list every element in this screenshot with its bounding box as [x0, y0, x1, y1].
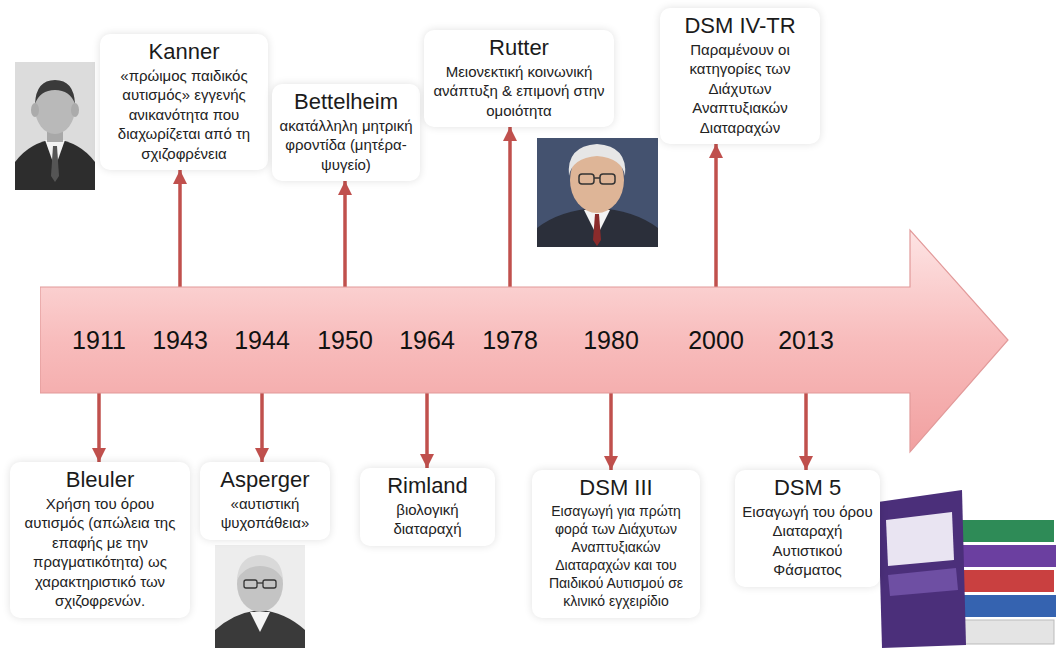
event-box: Asperger«αυτιστική ψυχοπάθεια» — [200, 462, 330, 540]
timeline-connector — [343, 181, 347, 287]
dsm-books — [878, 490, 1056, 648]
year-label: 2013 — [778, 325, 834, 355]
timeline-arrow-body — [40, 230, 1008, 452]
event-description: Μειονεκτική κοινωνική ανάπτυξη & επιμονή… — [430, 62, 608, 121]
year-label: 2000 — [688, 325, 744, 355]
timeline-connector — [97, 393, 101, 462]
asperger-photo — [215, 545, 305, 648]
timeline-connector — [425, 393, 429, 468]
timeline-connector — [508, 127, 512, 287]
year-label: 1943 — [152, 325, 208, 355]
event-name: Bleuler — [16, 466, 184, 494]
event-name: Kanner — [106, 38, 262, 66]
rutter-photo — [537, 138, 658, 247]
event-box: Bettelheimακατάλληλη μητρική φροντίδα (μ… — [272, 84, 420, 181]
event-name: DSM 5 — [741, 474, 874, 502]
event-description: «αυτιστική ψυχοπάθεια» — [206, 494, 324, 533]
event-description: Παραμένουν οι κατηγορίες των Διάχυτων Αν… — [666, 40, 814, 138]
timeline-connector — [260, 393, 264, 462]
event-box: RutterΜειονεκτική κοινωνική ανάπτυξη & ε… — [424, 30, 614, 127]
year-label: 1980 — [583, 325, 639, 355]
event-name: Bettelheim — [278, 88, 414, 116]
timeline-connector — [714, 144, 718, 287]
event-box: BleulerΧρήση του όρου αυτισμός (απώλεια … — [10, 462, 190, 618]
year-label: 1950 — [317, 325, 373, 355]
event-description: ακατάλληλη μητρική φροντίδα (μητέρα-ψυγε… — [278, 116, 414, 175]
event-box: DSM 5Εισαγωγή του όρου Διαταραχή Αυτιστι… — [735, 470, 880, 587]
event-box: Kanner«πρώιμος παιδικός αυτισμός» εγγενή… — [100, 34, 268, 170]
timeline-connector — [178, 170, 182, 287]
event-description: Εισαγωγή του όρου Διαταραχή Αυτιστικού Φ… — [741, 502, 874, 580]
event-name: Rutter — [430, 34, 608, 62]
timeline-connector — [609, 393, 613, 470]
event-name: DSM III — [538, 474, 694, 502]
event-description: «πρώιμος παιδικός αυτισμός» εγγενής ανικ… — [106, 66, 262, 164]
year-label: 1911 — [72, 325, 126, 355]
event-description: Εισαγωγή για πρώτη φορά των Διάχυτων Ανα… — [538, 502, 694, 611]
event-name: Asperger — [206, 466, 324, 494]
year-label: 1964 — [399, 325, 455, 355]
event-name: DSM IV-TR — [666, 12, 814, 40]
event-box: DSM IIIΕισαγωγή για πρώτη φορά των Διάχυ… — [532, 470, 700, 618]
year-label: 1978 — [482, 325, 538, 355]
event-description: βιολογική διαταραχή — [366, 500, 489, 539]
event-name: Rimland — [366, 472, 489, 500]
year-label: 1944 — [234, 325, 290, 355]
event-description: Χρήση του όρου αυτισμός (απώλεια της επα… — [16, 494, 184, 611]
event-box: DSM IV-TRΠαραμένουν οι κατηγορίες των Δι… — [660, 8, 820, 144]
event-box: Rimlandβιολογική διαταραχή — [360, 468, 495, 546]
kanner-photo — [15, 62, 95, 190]
timeline-connector — [804, 393, 808, 470]
timeline-arrow: 1911 1943 1944 1950 1964 1978 1980 2000 2013 — [40, 228, 1010, 455]
